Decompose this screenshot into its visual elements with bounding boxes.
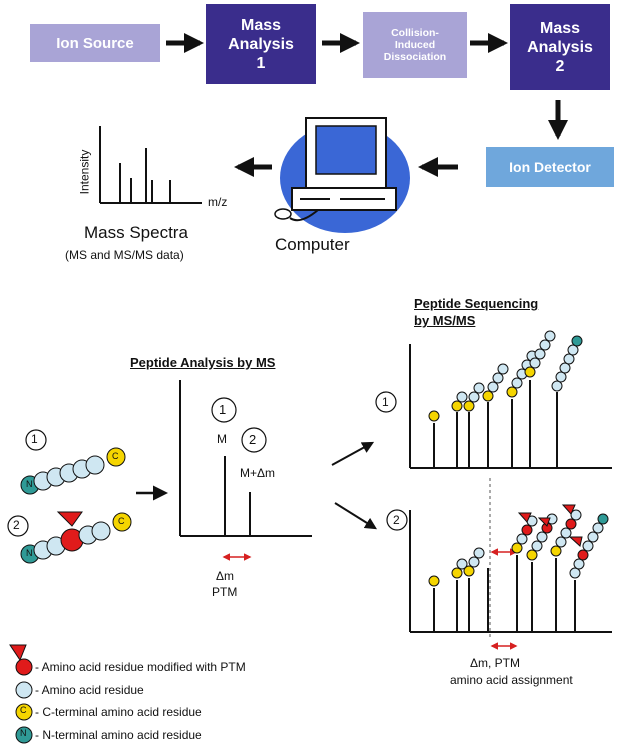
computer-label: Computer: [275, 235, 350, 254]
mz-axis-label: m/z: [208, 195, 228, 209]
peptide-1-chain: [20, 429, 126, 495]
mass-spectra-plot: [99, 126, 202, 204]
mass-spectra-sublabel: (MS and MS/MS data): [65, 248, 184, 262]
ms-peak-2-number: 2: [249, 432, 257, 447]
intensity-axis-label: Intensity: [77, 149, 92, 195]
ms-label-1-circle: [211, 397, 237, 423]
legend-n-terminal-icon: [15, 726, 33, 744]
ms-delta-m-label: Δm: [216, 569, 235, 583]
ion-source-box: Ion Source: [30, 24, 160, 62]
seq-panel-2-plot: [409, 510, 612, 633]
legend-c-terminal-icon: [15, 703, 33, 721]
legend-ptm-icon: [9, 644, 33, 676]
seq-assignment-label: amino acid assignment: [450, 673, 573, 687]
seq-delta-m-ptm-label: Δm, PTM: [470, 656, 521, 670]
seq-panel-2-number: 2: [393, 513, 400, 527]
legend-n-terminal-text: - N-terminal amino acid residue: [35, 728, 202, 742]
peptide-2-label-circle: [7, 515, 29, 537]
ms-analysis-heading: Peptide Analysis by MS: [130, 355, 276, 370]
peptide-2-n-letter: N: [26, 548, 33, 558]
ms-peak-1-number: 1: [219, 402, 227, 417]
computer-icon: [274, 117, 410, 233]
peptide-2-c-letter: C: [118, 516, 125, 526]
ms-peak-mdm-label: M+Δm: [240, 466, 276, 480]
peptide-1-label-circle: [25, 429, 47, 451]
arrow-ms-to-seq2: [334, 502, 378, 530]
legend-residue-icon: [15, 681, 33, 699]
ms-label-2-circle: [241, 427, 267, 453]
ms-ptm-label: PTM: [212, 585, 238, 599]
seq-panel-2-label: [386, 509, 408, 531]
arrow-ms-to-seq1: [331, 441, 375, 466]
peptide-1-number: 1: [31, 432, 38, 446]
legend-c-terminal-text: - C-terminal amino acid residue: [35, 705, 202, 719]
mass-analysis-2-box: Mass Analysis 2: [510, 4, 610, 90]
seq-panel-1-number: 1: [382, 395, 389, 409]
mass-analysis-1-box: Mass Analysis 1: [206, 4, 316, 84]
legend-residue-text: - Amino acid residue: [35, 683, 144, 697]
sequencing-heading-line1: Peptide Sequencing: [414, 296, 539, 311]
ms-spectrum-plot: [179, 380, 312, 537]
legend-ptm-text: - Amino acid residue modified with PTM: [35, 660, 246, 674]
seq-panel-1-label: [375, 391, 397, 413]
seq-panel-2-fragments: [428, 504, 609, 587]
peptide-1-n-letter: N: [26, 479, 33, 489]
peptide-2-chain: [7, 511, 132, 564]
seq-panel-1-fragments: [428, 330, 583, 422]
sequencing-heading-line2: by MS/MS: [414, 313, 476, 328]
legend-n-letter: N: [20, 728, 27, 738]
peptide-2-number: 2: [13, 518, 20, 532]
peptide-1-c-letter: C: [112, 451, 119, 461]
ms-peak-m-label: M: [217, 432, 227, 446]
ion-detector-box: Ion Detector: [486, 147, 614, 187]
mass-spectra-label: Mass Spectra: [84, 223, 188, 242]
cid-box: Collision- Induced Dissociation: [363, 12, 467, 78]
seq-panel-1-plot: [409, 344, 612, 469]
legend-c-letter: C: [20, 705, 27, 715]
